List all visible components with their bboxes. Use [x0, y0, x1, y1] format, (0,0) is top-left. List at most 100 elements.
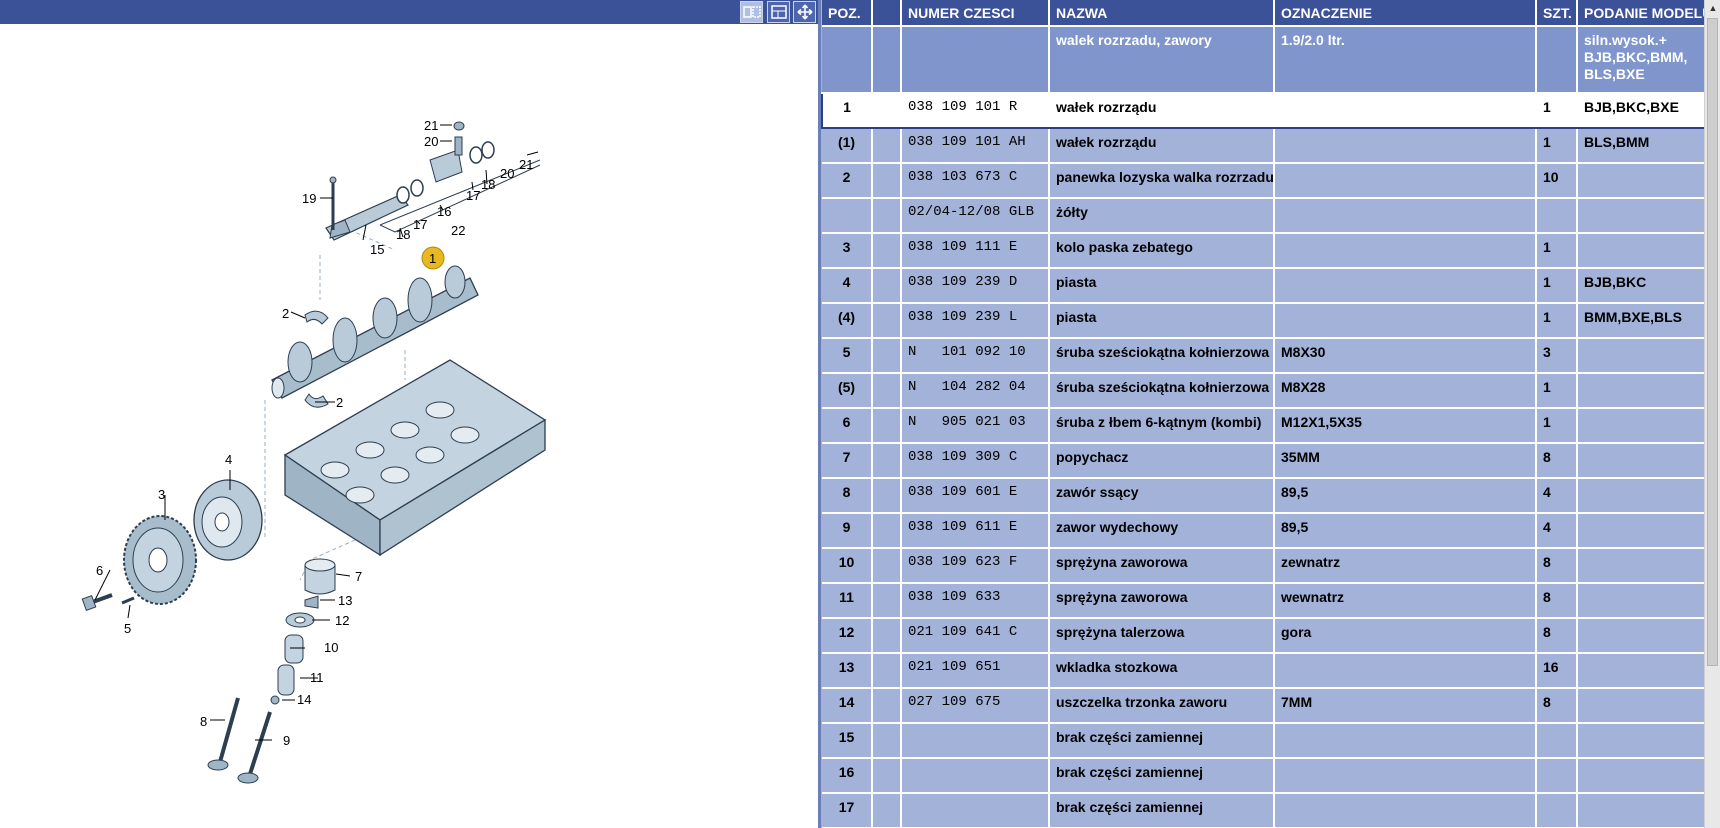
callout-20b[interactable]: 20 [500, 166, 514, 181]
cell-name: brak części zamiennej [1049, 758, 1275, 794]
cell-model [1577, 198, 1706, 234]
cell-name: piasta [1049, 303, 1275, 339]
col-number-header[interactable]: NUMER CZESCI [901, 0, 1050, 27]
callout-2b[interactable]: 2 [336, 395, 343, 410]
cell-name: śruba sześciokątna kołnierzowa [1049, 373, 1275, 409]
cell-pos: 3 [822, 233, 873, 269]
callout-20a[interactable]: 20 [424, 134, 438, 149]
cell-flag [872, 548, 902, 584]
col-model-header[interactable]: PODANIE MODELU [1577, 0, 1706, 27]
diagram-toolbar [0, 0, 818, 24]
callout-22[interactable]: 22 [451, 223, 465, 238]
cell-number: 021 109 651 [901, 653, 1050, 689]
pane-divider[interactable] [818, 0, 821, 828]
callout-21b[interactable]: 21 [519, 157, 533, 172]
callout-13[interactable]: 13 [338, 593, 352, 608]
callout-10[interactable]: 10 [324, 640, 338, 655]
callout-1-highlight[interactable] [421, 246, 445, 270]
scroll-up-icon[interactable]: ▲ [1708, 3, 1718, 13]
callout-12[interactable]: 12 [335, 613, 349, 628]
callout-19[interactable]: 19 [302, 191, 316, 206]
cell-number: 038 109 239 L [901, 303, 1050, 339]
table-view-button[interactable] [767, 1, 790, 23]
col-designation-header[interactable]: OZNACZENIE [1274, 0, 1537, 27]
vertical-scrollbar[interactable]: ▲ [1704, 0, 1720, 828]
callout-1[interactable]: 1 [429, 251, 436, 266]
timing-sprocket [123, 515, 197, 605]
cell-name: sprężyna zaworowa [1049, 548, 1275, 584]
cell-model [1577, 583, 1706, 619]
cell-flag [872, 233, 902, 269]
callout-14[interactable]: 14 [297, 692, 311, 707]
cell-designation [1274, 268, 1537, 304]
cell-name: sprężyna zaworowa [1049, 583, 1275, 619]
cell-pos: (4) [822, 303, 873, 339]
callout-7[interactable]: 7 [355, 569, 362, 584]
split-view-button[interactable] [740, 1, 763, 23]
callout-8[interactable]: 8 [200, 714, 207, 729]
callout-4[interactable]: 4 [225, 452, 232, 467]
callout-16[interactable]: 16 [437, 204, 451, 219]
col-qty-header[interactable]: SZT. [1536, 0, 1578, 27]
cell-designation: M8X28 [1274, 373, 1537, 409]
callout-21a[interactable]: 21 [424, 118, 438, 133]
col-pos-header[interactable]: POZ. [822, 0, 873, 27]
cell-pos: 12 [822, 618, 873, 654]
callout-2a[interactable]: 2 [282, 306, 289, 321]
callout-18b[interactable]: 18 [481, 177, 495, 192]
cell-designation: zewnatrz [1274, 548, 1537, 584]
callout-5[interactable]: 5 [124, 621, 131, 636]
callout-9[interactable]: 9 [283, 733, 290, 748]
cell-number: 038 109 239 D [901, 268, 1050, 304]
callout-11[interactable]: 11 [310, 670, 324, 685]
callout-17a[interactable]: 17 [413, 217, 427, 232]
cell-pos: 1 [821, 92, 873, 129]
col-flag-header[interactable] [872, 0, 902, 27]
move-button[interactable] [793, 1, 816, 23]
cell-name: uszczelka trzonka zaworu [1049, 688, 1275, 724]
cell-pos: 2 [822, 163, 873, 199]
cell-number: 038 109 623 F [901, 548, 1050, 584]
cell-name: zawór ssący [1049, 478, 1275, 514]
cell-model [1577, 758, 1706, 794]
cell-qty: 8 [1536, 443, 1578, 479]
scrollbar-thumb[interactable] [1707, 18, 1718, 666]
cell-qty: 8 [1536, 688, 1578, 724]
move-arrows-icon [796, 4, 813, 20]
callout-18a[interactable]: 18 [396, 227, 410, 242]
callout-17b[interactable]: 17 [466, 188, 480, 203]
cell-flag [872, 513, 902, 549]
cell-designation [1274, 198, 1537, 234]
cell-model [1577, 793, 1706, 828]
cell-qty: 16 [1536, 653, 1578, 689]
callout-3[interactable]: 3 [158, 487, 165, 502]
col-name-header[interactable]: NAZWA [1049, 0, 1275, 27]
cell-qty [1536, 793, 1578, 828]
callout-15[interactable]: 15 [370, 242, 384, 257]
callout-6[interactable]: 6 [96, 563, 103, 578]
info-model: siln.wysok.+ BJB,BKC,BMM, BLS,BXE [1577, 26, 1706, 94]
info-number [901, 26, 1050, 94]
cell-qty: 8 [1536, 548, 1578, 584]
